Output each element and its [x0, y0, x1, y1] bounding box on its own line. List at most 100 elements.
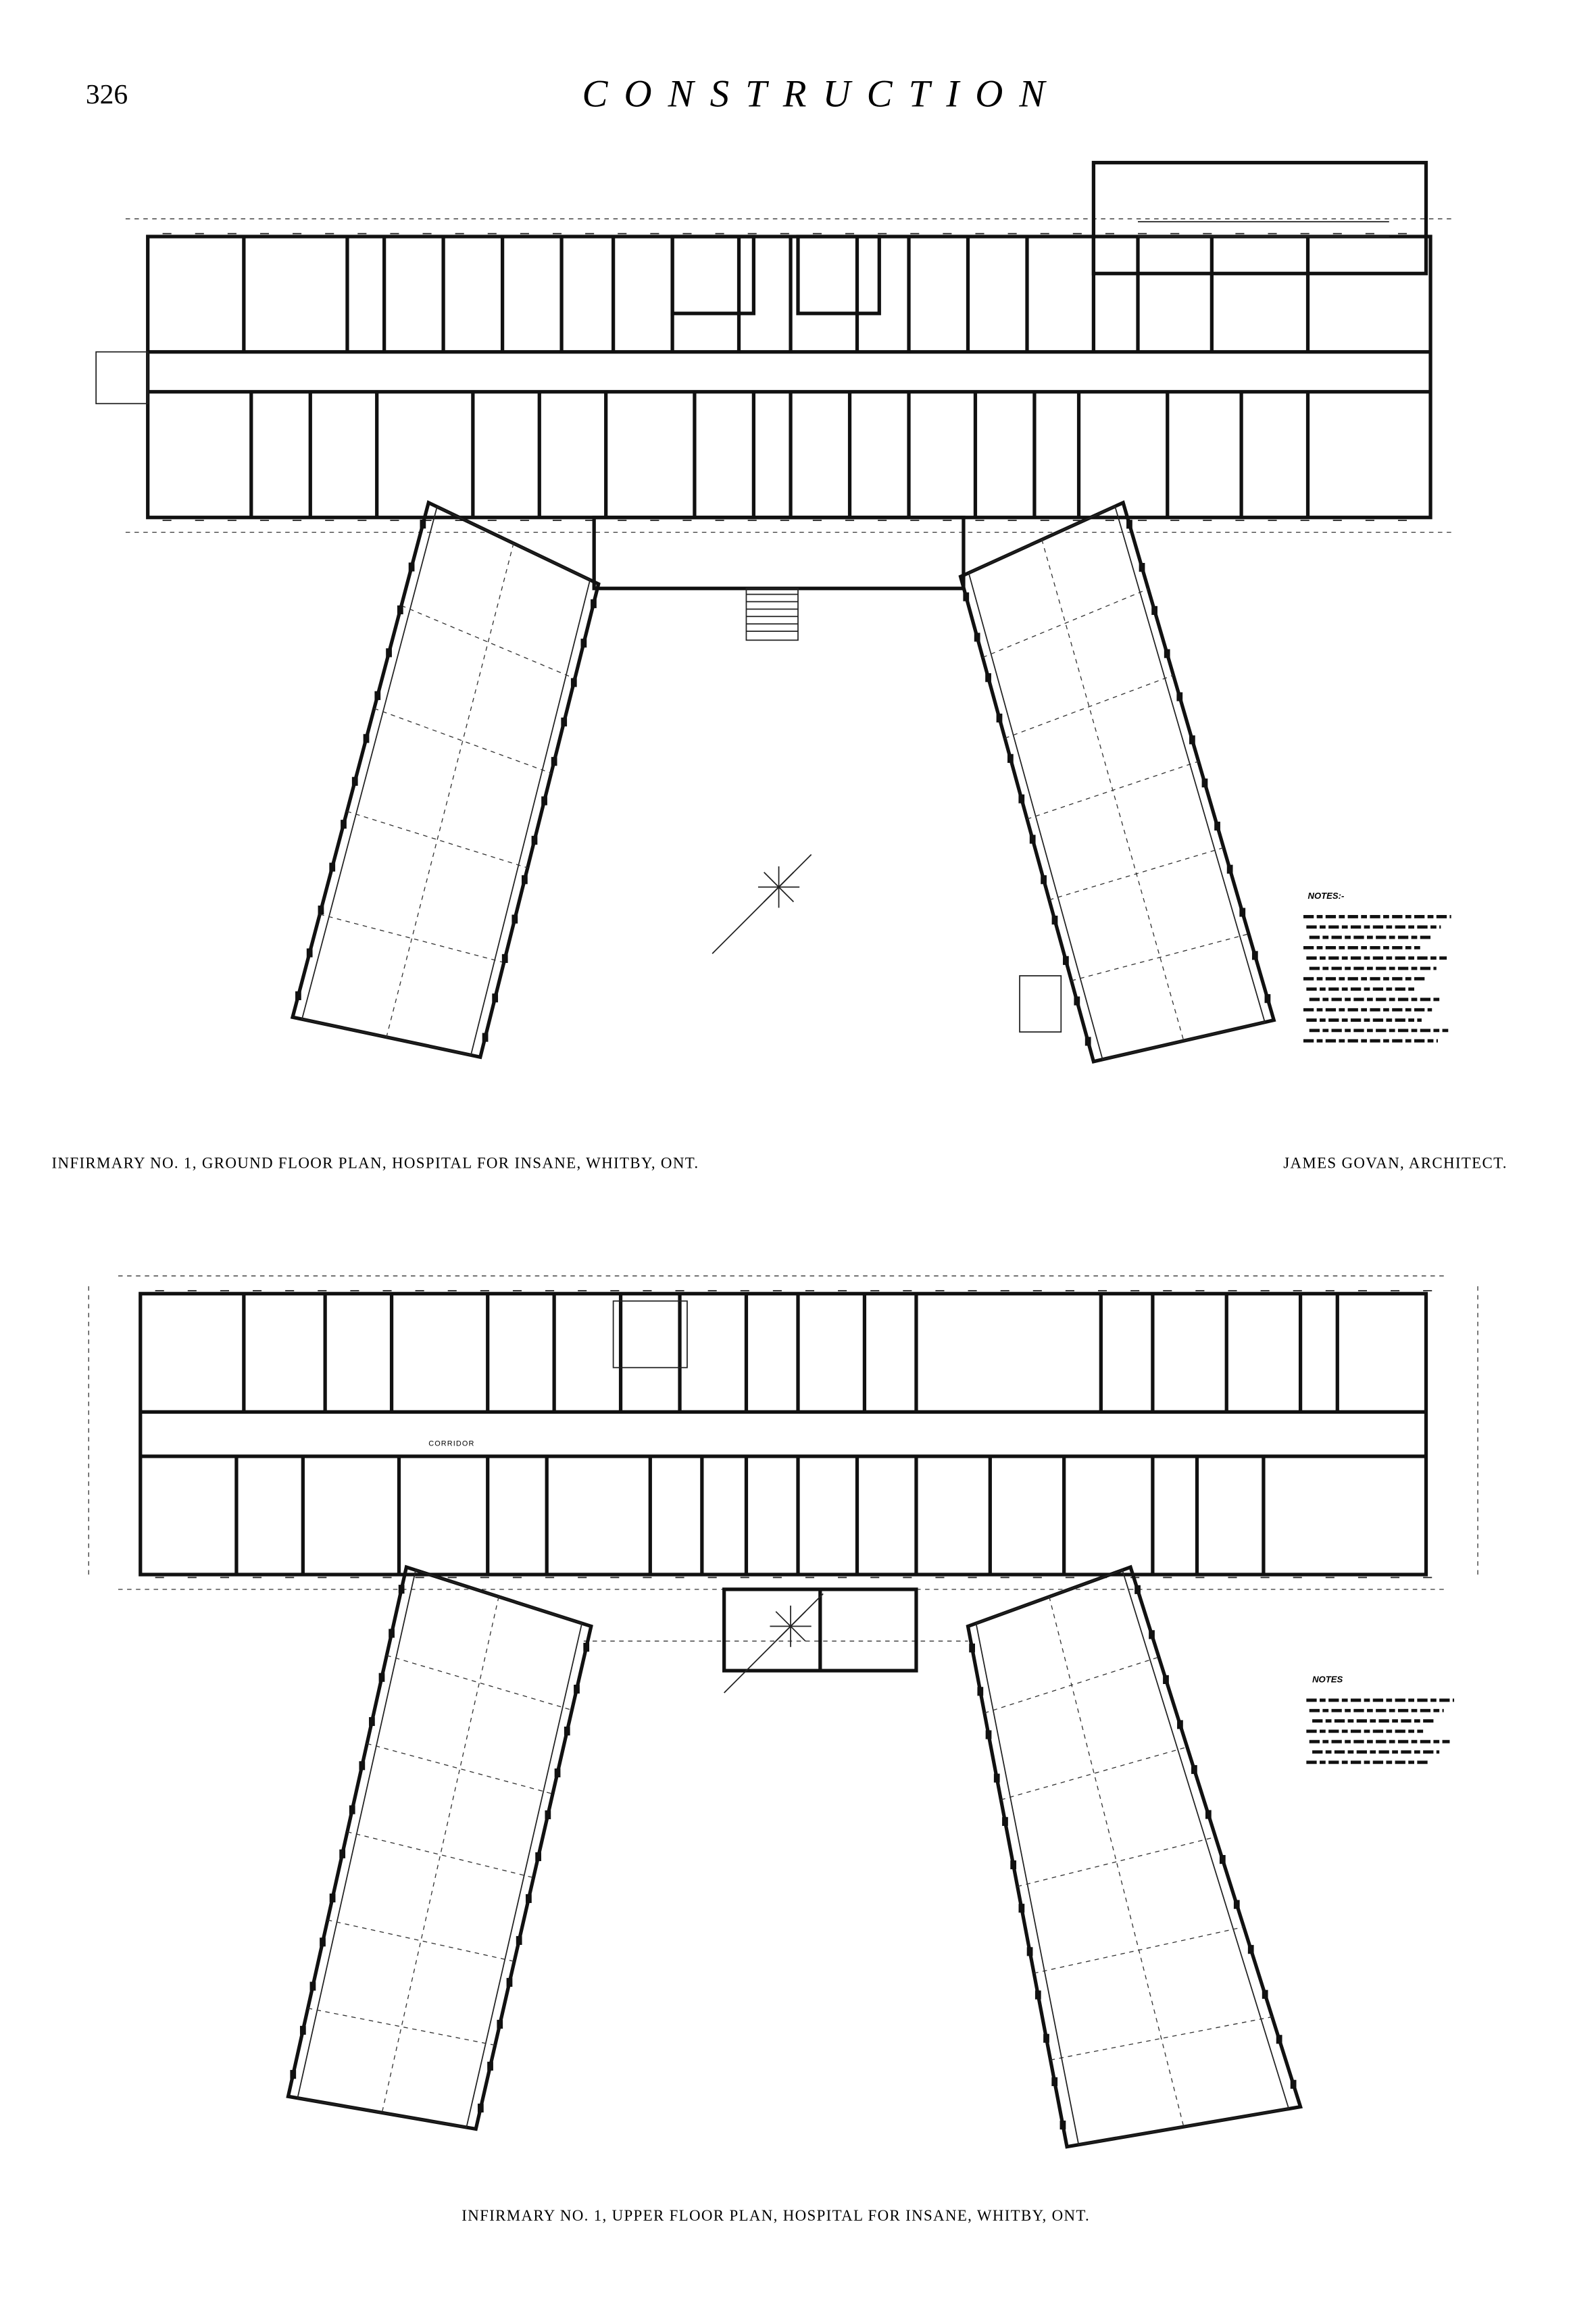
- pier: [1219, 1855, 1226, 1864]
- center-line: [1041, 539, 1184, 1041]
- pier: [1163, 1675, 1169, 1684]
- pier: [545, 1810, 551, 1820]
- ward-division: [366, 1743, 553, 1795]
- pier: [363, 734, 370, 743]
- pier: [1010, 1860, 1017, 1870]
- upper-notes-text: [1306, 1698, 1455, 1764]
- pier: [531, 835, 538, 845]
- pier: [1063, 956, 1069, 965]
- pier: [1007, 753, 1014, 763]
- ward-division: [327, 1919, 515, 1962]
- pier: [1051, 2077, 1058, 2086]
- pier: [522, 875, 528, 885]
- pier: [487, 2061, 493, 2071]
- pier: [1084, 1037, 1091, 1046]
- pier: [290, 2070, 297, 2079]
- pier: [329, 1894, 336, 1903]
- pier: [1251, 951, 1258, 960]
- pier: [996, 713, 1003, 723]
- pier: [993, 1773, 1000, 1783]
- pier: [1149, 1630, 1155, 1639]
- pier: [977, 1687, 984, 1696]
- pier: [320, 1937, 326, 1947]
- pier: [512, 914, 518, 924]
- pier: [570, 678, 577, 687]
- pier: [359, 1761, 366, 1771]
- center-line: [1049, 1596, 1184, 2127]
- pier: [1201, 778, 1208, 788]
- pier: [1018, 794, 1025, 804]
- upper-floor-caption: INFIRMARY NO. 1, UPPER FLOOR PLAN, HOSPI…: [462, 2207, 1090, 2224]
- pier: [408, 562, 415, 572]
- ward-division: [1004, 674, 1174, 739]
- ward-division: [386, 1654, 572, 1711]
- pier: [398, 1585, 405, 1594]
- pier: [580, 639, 587, 648]
- wing-outline: [966, 1564, 1303, 2149]
- upper-floor-plan: [88, 1275, 1478, 2149]
- pier: [309, 1981, 316, 1991]
- pier: [985, 1730, 992, 1739]
- corridor-label: CORRIDOR: [428, 1440, 474, 1448]
- pier: [299, 2025, 306, 2035]
- pier: [1164, 649, 1170, 658]
- central-pavilion: [592, 516, 966, 591]
- pier: [1059, 2121, 1066, 2130]
- pier: [351, 776, 358, 786]
- pier: [1151, 605, 1157, 615]
- pier: [516, 1935, 522, 1946]
- pier: [492, 993, 499, 1003]
- pier: [574, 1684, 580, 1694]
- pier: [985, 673, 991, 683]
- pier: [501, 954, 508, 963]
- pier: [1026, 1947, 1033, 1956]
- pier: [974, 633, 980, 642]
- ward-division: [374, 708, 551, 774]
- pier: [1041, 875, 1047, 885]
- pier: [1034, 1990, 1041, 2000]
- pier: [535, 1852, 542, 1862]
- ward-division: [982, 588, 1149, 658]
- wing-outline: [286, 1564, 593, 2131]
- pier: [554, 1768, 561, 1778]
- ward-division: [320, 914, 504, 963]
- pier: [561, 717, 568, 726]
- pier: [583, 1642, 590, 1652]
- pier: [1205, 1810, 1212, 1819]
- pier: [1074, 996, 1080, 1006]
- ground-floor-caption: INFIRMARY NO. 1, GROUND FLOOR PLAN, HOSP…: [52, 1154, 699, 1171]
- wing-outline: [290, 500, 601, 1060]
- pier: [378, 1673, 385, 1682]
- stair-hall: [796, 234, 881, 316]
- ward-division: [1050, 2016, 1272, 2060]
- ward-division: [1071, 933, 1249, 981]
- pier: [386, 648, 392, 658]
- pier: [506, 1977, 513, 1987]
- pier: [369, 1716, 375, 1727]
- center-line: [381, 1596, 499, 2113]
- upper-notes-heading: NOTES: [1312, 1675, 1343, 1685]
- pier: [1290, 2079, 1297, 2089]
- pier: [482, 1033, 489, 1042]
- pier: [1247, 1945, 1254, 1954]
- pier: [1189, 735, 1195, 745]
- pier: [1177, 1720, 1183, 1729]
- pier: [339, 1849, 346, 1858]
- pier: [591, 599, 597, 608]
- pier: [329, 862, 336, 872]
- ground-floor-plan: [95, 161, 1453, 1064]
- journal-title: CONSTRUCTION: [582, 73, 1062, 116]
- pier: [420, 520, 426, 529]
- pier: [1214, 821, 1220, 831]
- pier: [1233, 1900, 1240, 1909]
- pier: [963, 592, 970, 601]
- pier: [1018, 1904, 1025, 1913]
- pier: [1276, 2035, 1282, 2044]
- north-arrow: [724, 1593, 824, 1694]
- ground-notes-text: [1303, 915, 1451, 1043]
- page-number: 326: [86, 78, 128, 109]
- pier: [1226, 864, 1233, 874]
- pier: [349, 1805, 355, 1814]
- stair-hall: [670, 234, 756, 316]
